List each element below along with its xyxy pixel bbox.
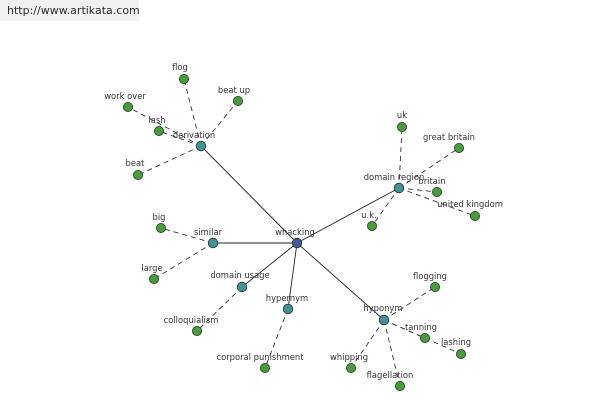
category-node-domain-region[interactable] [393,182,405,194]
graph-labels: flog beat up work over lash beat derivation uk… [104,62,503,380]
edge-hyponym-flogging [383,286,436,321]
leaf-node-beat-up[interactable] [232,96,243,107]
leaf-node-work-over[interactable] [123,102,134,113]
category-label-hyponym[interactable]: hyponym [363,303,402,313]
leaf-label-corporal-punishment[interactable]: corporal punishment [216,352,304,362]
center-label[interactable]: whacking [275,227,315,237]
edge-derivation-lash [158,130,202,147]
edge-derivation-beat [137,145,202,176]
edge-derivation-flog [183,78,202,147]
source-url[interactable]: http://www.artikata.com [7,4,140,17]
edge-derivation-work-over [127,106,202,147]
graph-nodes [123,74,480,391]
edge-similar-big [160,227,214,244]
edge-center-domain-usage [241,242,298,288]
category-node-hyponym[interactable] [378,314,390,326]
edge-domain-region-united-kingdom [398,187,476,217]
leaf-node-u-k[interactable] [366,220,377,231]
leaf-label-flagellation[interactable]: flagellation [367,370,414,380]
leaf-node-flog[interactable] [178,74,189,85]
leaf-label-flogging[interactable]: flogging [413,271,447,281]
leaf-label-lashing[interactable]: lashing [441,337,471,347]
leaf-label-flog[interactable]: flog [172,62,188,72]
leaf-label-great-britain[interactable]: great britain [423,132,475,142]
leaf-node-flagellation[interactable] [394,380,405,391]
category-node-hypernym[interactable] [282,303,294,315]
leaf-label-colloquialism[interactable]: colloquialism [164,315,219,325]
edge-center-derivation [200,145,298,244]
category-node-similar[interactable] [207,237,219,249]
category-label-domain-region[interactable]: domain region [364,172,425,182]
leaf-node-big[interactable] [155,222,166,233]
leaf-node-lash[interactable] [153,126,164,137]
graph-edges [127,78,476,387]
category-label-domain-usage[interactable]: domain usage [210,270,269,280]
edge-hypernym-corporal-punishment [264,308,289,369]
leaf-node-flogging[interactable] [429,281,440,292]
leaf-label-u-k[interactable]: u.k. [361,210,376,220]
leaf-node-great-britain[interactable] [453,142,464,153]
leaf-label-big[interactable]: big [153,212,166,222]
leaf-label-large[interactable]: large [141,263,162,273]
category-node-derivation[interactable] [195,140,207,152]
category-label-hypernym[interactable]: hypernym [266,293,308,303]
leaf-label-uk[interactable]: uk [397,110,407,120]
edge-center-hypernym [287,242,298,310]
leaf-label-lash[interactable]: lash [148,115,165,125]
center-node[interactable] [291,237,303,249]
leaf-label-whipping[interactable]: whipping [330,352,368,362]
leaf-node-large[interactable] [148,273,159,284]
edge-center-hyponym [296,242,385,321]
category-label-derivation[interactable]: derivation [173,130,215,140]
leaf-label-work-over[interactable]: work over [104,91,146,101]
edge-domain-region-u-k [371,187,400,227]
category-node-domain-usage[interactable] [236,281,248,293]
leaf-node-whipping[interactable] [345,362,356,373]
edge-domain-region-britain [398,187,438,193]
leaf-node-beat[interactable] [132,169,143,180]
edge-hyponym-whipping [350,319,385,369]
leaf-node-uk[interactable] [396,122,407,133]
leaf-label-beat-up[interactable]: beat up [218,85,250,95]
leaf-label-beat[interactable]: beat [126,158,146,168]
leaf-node-united-kingdom[interactable] [469,210,480,221]
edge-domain-usage-colloquialism [196,286,243,332]
leaf-node-britain[interactable] [431,186,442,197]
edge-derivation-beat-up [200,100,239,147]
edge-domain-region-great-britain [398,147,460,189]
leaf-node-corporal-punishment[interactable] [259,362,270,373]
leaf-node-colloquialism[interactable] [191,325,202,336]
leaf-node-lashing[interactable] [455,348,466,359]
edge-similar-large [153,242,214,280]
category-label-similar[interactable]: similar [194,227,223,237]
edge-center-domain-region [296,187,400,244]
edge-domain-region-uk [398,126,403,189]
leaf-label-britain[interactable]: britain [418,176,445,186]
leaf-label-united-kingdom[interactable]: united kingdom [437,199,503,209]
leaf-label-tanning[interactable]: tanning [405,322,437,332]
edge-hyponym-flagellation [383,319,401,387]
url-bar: http://www.artikata.com [0,0,140,21]
leaf-node-tanning[interactable] [419,332,430,343]
